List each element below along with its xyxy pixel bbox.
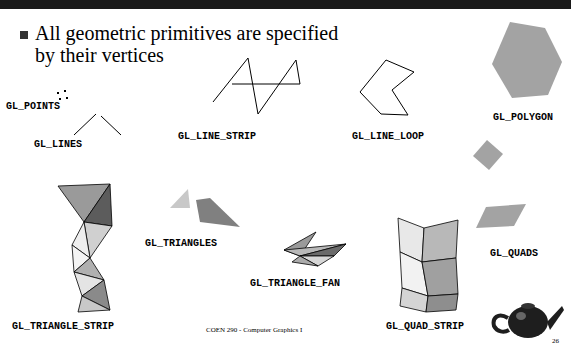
triangle bbox=[170, 189, 190, 208]
primitive-name: GL_LINES bbox=[34, 139, 82, 151]
quad-strip bbox=[398, 218, 458, 312]
lines bbox=[74, 114, 121, 135]
triangle bbox=[196, 198, 240, 227]
primitive-name: GL_TRIANGLE_FAN bbox=[250, 278, 340, 290]
bullet-text: All geometric primitives are specified b… bbox=[35, 22, 345, 66]
triangle-strip bbox=[58, 184, 112, 312]
line-loop bbox=[360, 60, 414, 115]
primitive-name: GL_LINE_LOOP bbox=[352, 131, 424, 143]
primitive-name: GL_TRIANGLE_STRIP bbox=[12, 321, 114, 333]
primitive-name: GL_TRIANGLES bbox=[145, 238, 217, 250]
bullet bbox=[20, 31, 28, 39]
teapot bbox=[494, 303, 564, 338]
primitive-name: GL_POINTS bbox=[6, 101, 60, 113]
quad bbox=[473, 140, 503, 170]
primitive-name: GL_QUADS bbox=[490, 248, 538, 260]
triangle-fan bbox=[284, 232, 346, 266]
primitive-name: GL_POLYGON bbox=[493, 112, 553, 124]
polygon bbox=[492, 22, 562, 98]
top-bar bbox=[0, 0, 571, 9]
line-strip bbox=[213, 58, 300, 114]
page-number: 26 bbox=[552, 337, 559, 346]
primitive-name: GL_LINE_STRIP bbox=[178, 131, 256, 143]
footer-text: COEN 290 - Computer Graphics I bbox=[206, 326, 302, 335]
points bbox=[57, 90, 68, 100]
quad bbox=[476, 204, 526, 228]
primitive-name: GL_QUAD_STRIP bbox=[386, 321, 464, 333]
